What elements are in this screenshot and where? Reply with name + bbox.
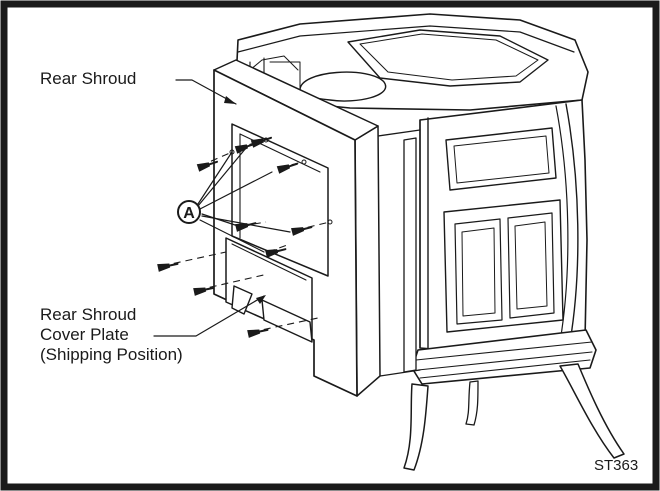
screw-icon [157, 262, 179, 272]
callout-A-circle [177, 200, 201, 224]
cover-plate-label-line-2: Cover Plate [40, 325, 129, 344]
screw-icon [247, 328, 269, 338]
cover-plate-label-line-3: (Shipping Position) [40, 345, 183, 364]
figure-code: ST363 [594, 457, 638, 474]
callout-A-label: A [183, 205, 195, 222]
callout-cover-plate: Rear Shroud Cover Plate (Shipping Positi… [40, 295, 266, 364]
callout-A: A [177, 147, 291, 253]
screw-icon [265, 248, 287, 258]
screw-icon [291, 226, 313, 236]
callout-rear-shroud: Rear Shroud [40, 69, 237, 105]
stove-illustration [235, 13, 625, 471]
screw-icon [196, 160, 219, 172]
cover-plate-label-line-1: Rear Shroud [40, 305, 136, 324]
rear-shroud-label: Rear Shroud [40, 69, 136, 88]
rear-shroud-cover-plate [225, 237, 313, 343]
screw-icon [276, 162, 299, 174]
screws [157, 136, 333, 338]
screw-icon [250, 136, 273, 148]
rear-shroud-panel [213, 59, 381, 397]
screw-icon [193, 286, 215, 296]
